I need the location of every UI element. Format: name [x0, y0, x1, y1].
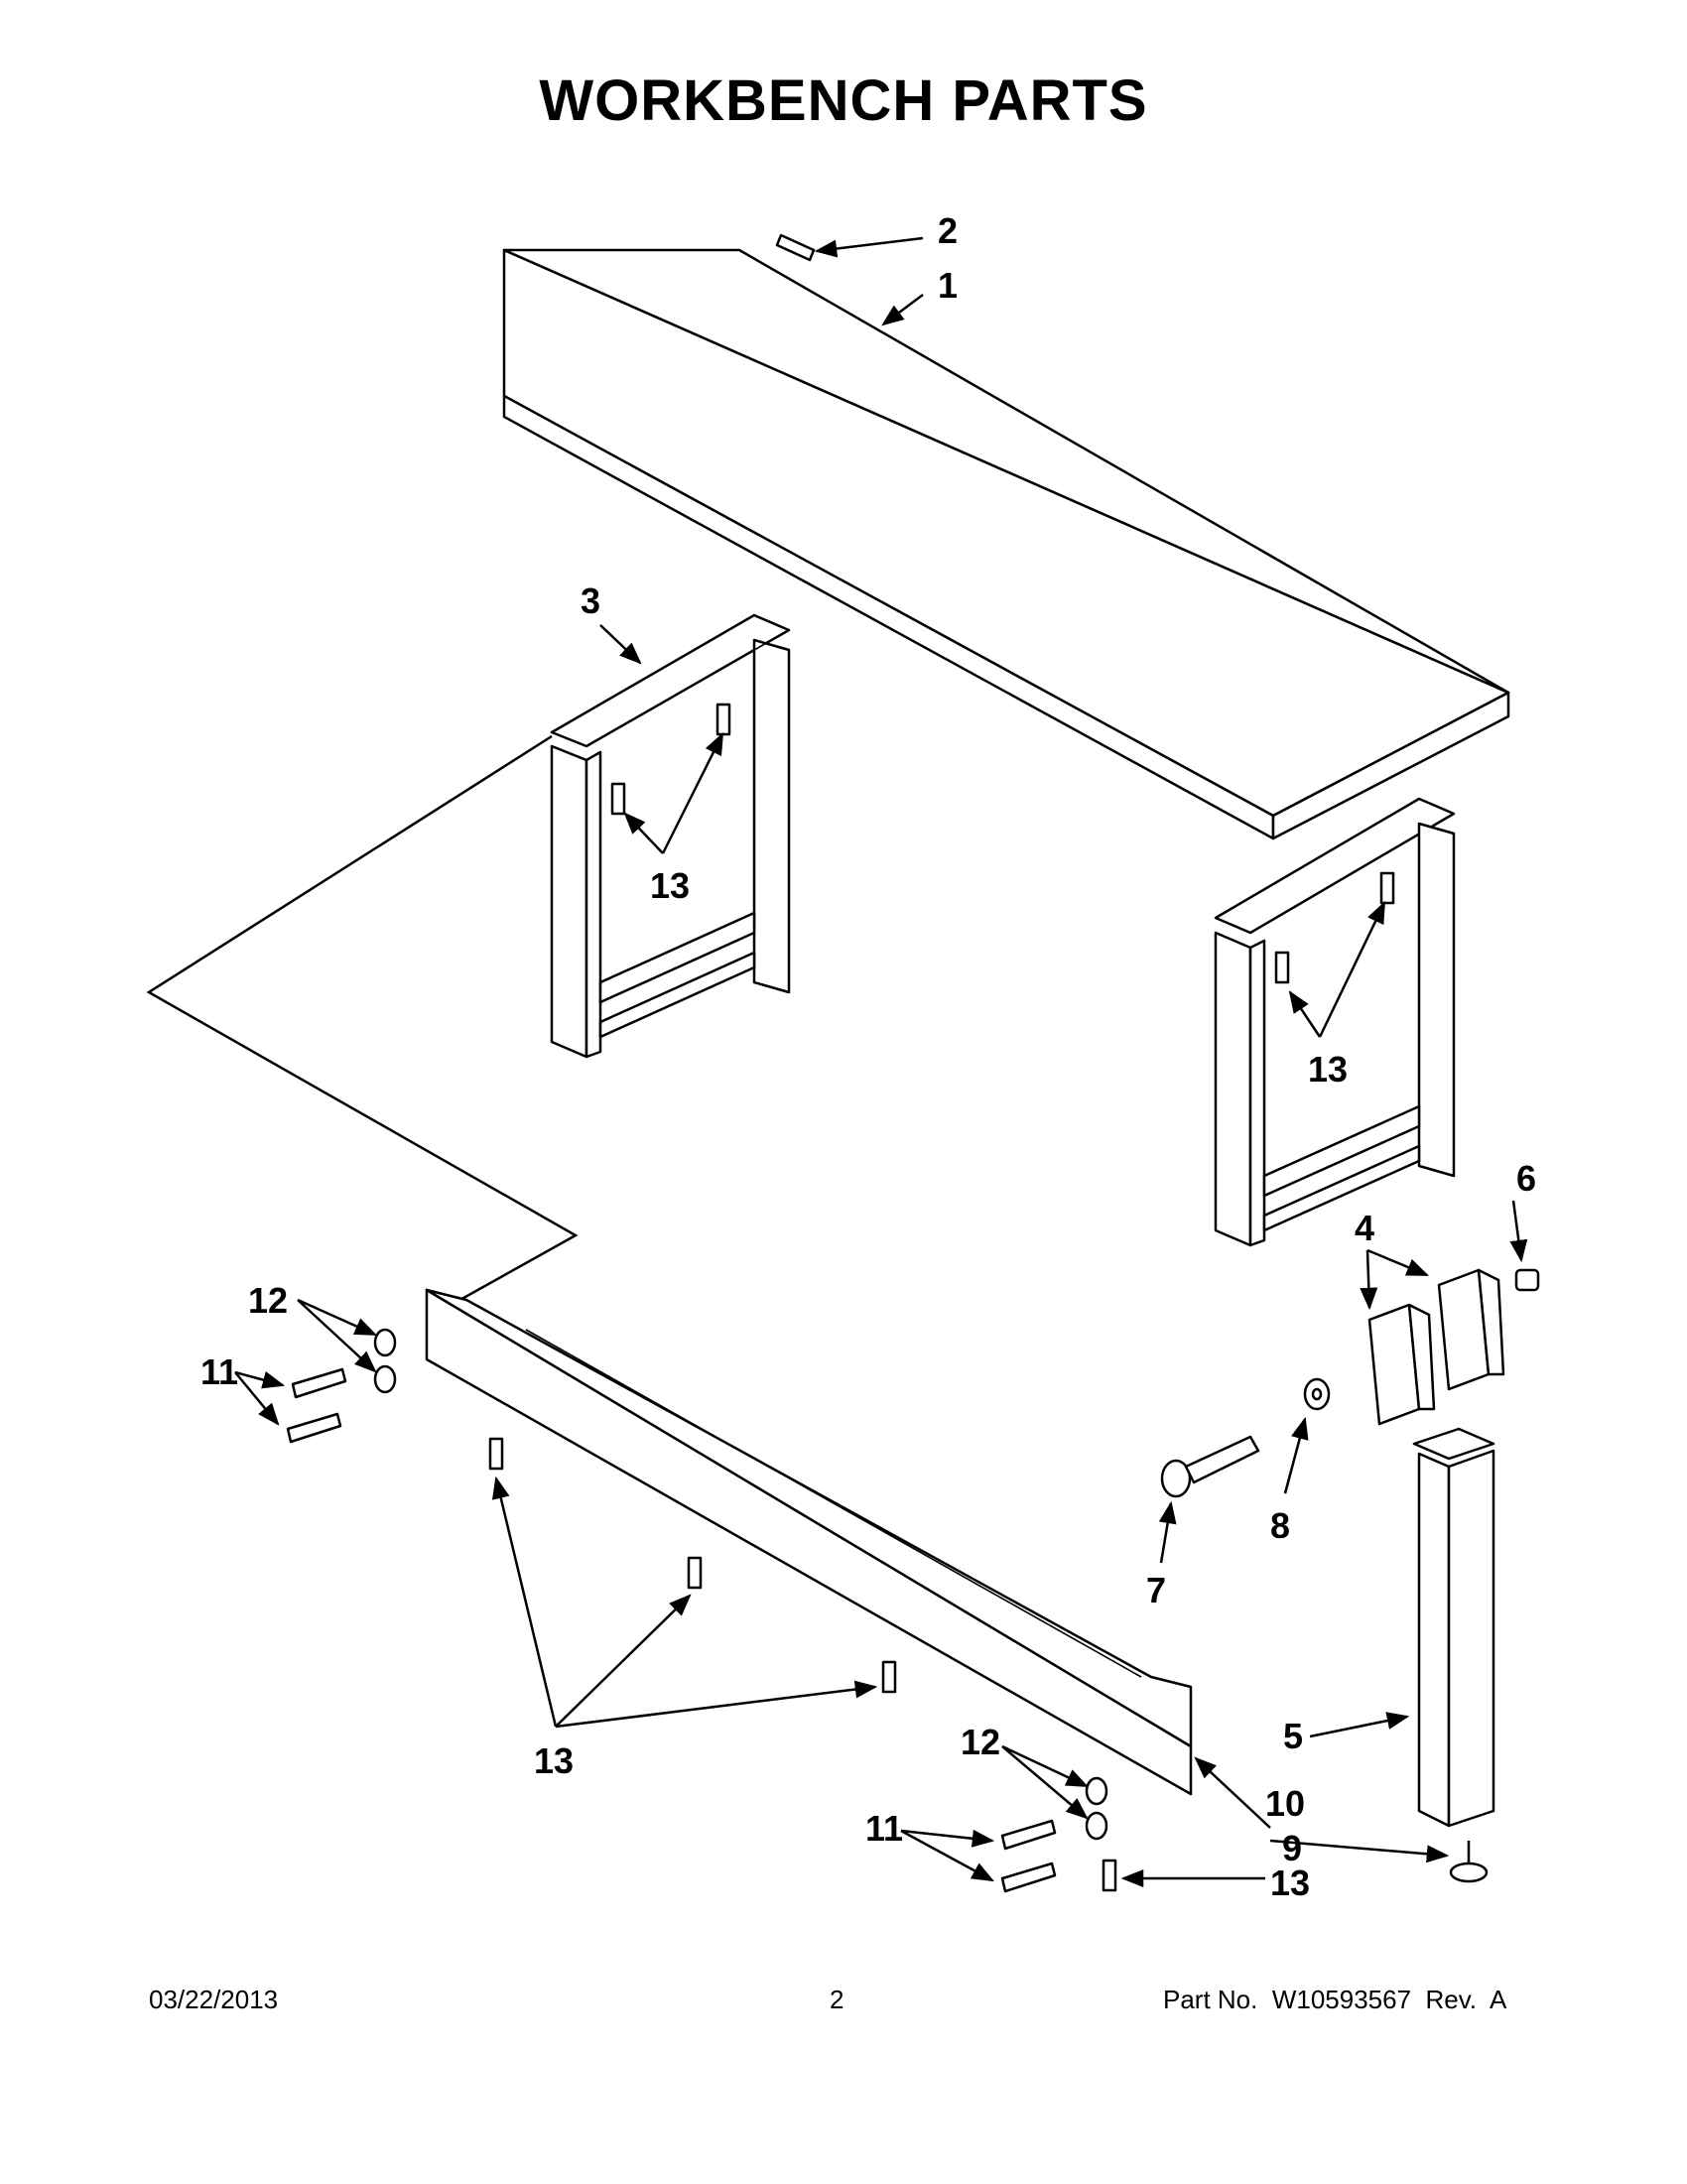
leader-arrows	[234, 236, 1528, 1887]
washer-part	[1303, 1377, 1331, 1411]
left-leg-frame	[550, 613, 791, 1059]
carriage-bolt	[1160, 1435, 1260, 1498]
callout-12-left: 12	[248, 1280, 288, 1321]
callout-3: 3	[581, 580, 600, 621]
callout-4: 4	[1355, 1208, 1374, 1248]
worktop-part	[502, 248, 1510, 840]
footer-part-number: Part No. W10593567 Rev. A	[1163, 1985, 1507, 2014]
callout-12-right: 12	[961, 1722, 1000, 1762]
leveling-foot	[1449, 1841, 1489, 1883]
callout-6: 6	[1516, 1158, 1536, 1199]
knob-part	[1514, 1268, 1540, 1292]
callout-9: 9	[1282, 1828, 1302, 1868]
footer-page-number: 2	[830, 1985, 844, 2014]
page-title: WORKBENCH PARTS	[539, 68, 1148, 133]
back-rail	[425, 1288, 1193, 1796]
callout-13-right-leg: 13	[1308, 1049, 1348, 1090]
upright-post	[1412, 1427, 1495, 1828]
right-rail-hardware	[1000, 1776, 1108, 1893]
callout-13-rail: 13	[534, 1740, 574, 1781]
callout-2: 2	[938, 210, 958, 251]
callout-10: 10	[1265, 1783, 1305, 1824]
callout-5: 5	[1283, 1716, 1303, 1756]
label-part	[775, 233, 816, 262]
callout-7: 7	[1146, 1570, 1166, 1610]
callout-labels: 2 1 3 13 13 6 4 12 11 8 7 13 12 5 10 11 …	[200, 210, 1536, 1903]
screws-13	[488, 703, 1395, 1892]
callout-11-left: 11	[200, 1351, 238, 1392]
bracket-part	[1367, 1268, 1505, 1426]
callout-1: 1	[938, 265, 958, 306]
callout-13-left-leg: 13	[650, 865, 690, 906]
callout-13-bottom: 13	[1270, 1863, 1310, 1903]
assembly-guide-lines	[146, 734, 579, 1304]
right-leg-frame	[1214, 797, 1456, 1247]
callout-11-right: 11	[865, 1808, 903, 1849]
callout-8: 8	[1270, 1505, 1290, 1546]
left-rail-hardware	[286, 1328, 397, 1444]
footer-date: 03/22/2013	[149, 1985, 279, 2014]
